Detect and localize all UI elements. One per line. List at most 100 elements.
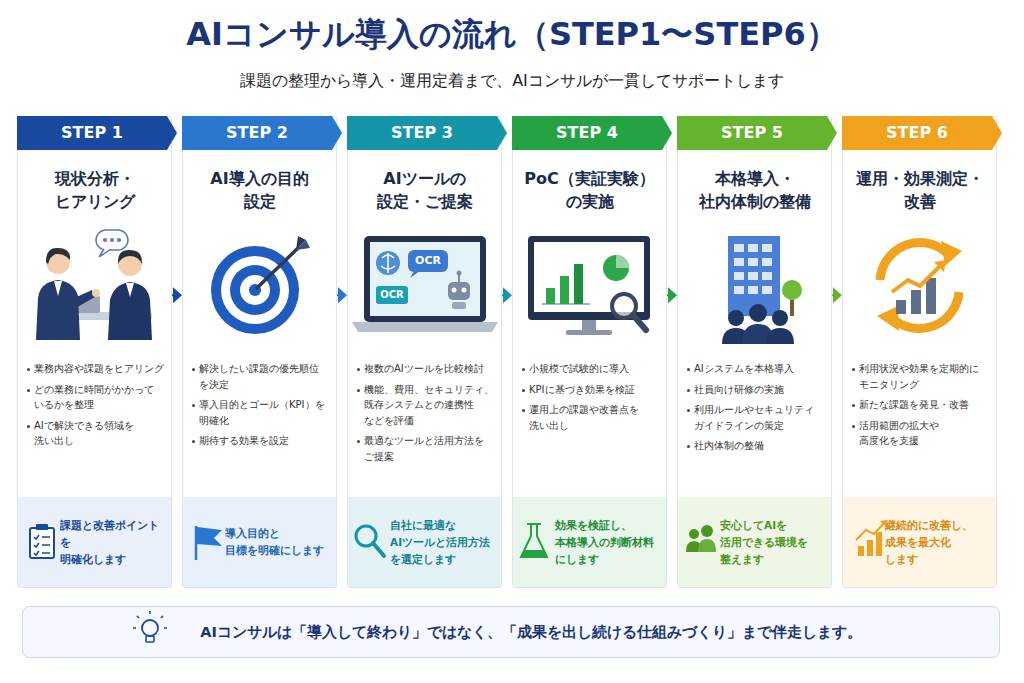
bullet-row: AIで解決できる領域を 洗い出し bbox=[26, 418, 167, 449]
subtitle-text: 課題の整理から導入・運用定着まで、AIコンサルが一貫してサポートします bbox=[0, 70, 1024, 92]
result-box: 継続的に改善し、 成果を最大化 します bbox=[843, 497, 996, 587]
title-area: 本格導入・ 社内体制の整備 bbox=[682, 157, 827, 223]
chevron-shape bbox=[17, 116, 177, 150]
title-area: 現状分析・ ヒアリング bbox=[22, 157, 167, 223]
bullet-row: 機能、費用、セキュリティ、 既存システムとの連携性 などを評価 bbox=[356, 382, 497, 429]
bullet-row: 最適なツールと活用方法を ご提案 bbox=[356, 433, 497, 464]
arrow-line bbox=[172, 294, 173, 296]
bullet-text: 社内体制の整備 bbox=[694, 438, 827, 454]
chevron-shape bbox=[677, 116, 837, 150]
step-header: STEP 2 bbox=[182, 116, 342, 150]
bullet-row: 活用範囲の拡大や 高度化を支援 bbox=[851, 418, 992, 449]
result-box: 自社に最適な AIツールと活用方法 を選定します bbox=[348, 497, 501, 587]
bullet-text: 社員向け研修の実施 bbox=[694, 382, 827, 398]
step-header: STEP 3 bbox=[347, 116, 507, 150]
step-card: 運用・効果測定・ 改善利用状況や効果を定期的に モニタリング新たな課題を発見・改… bbox=[842, 116, 997, 588]
bullet-text: 期待する効果を設定 bbox=[199, 433, 332, 449]
step-number: STEP 4 bbox=[512, 116, 662, 150]
arrow-head bbox=[503, 287, 512, 303]
bullet-dot bbox=[357, 368, 360, 371]
bullet-row: 解決したい課題の優先順位 を決定 bbox=[191, 361, 332, 392]
bullet-text: 複数のAIツールを比較検討 bbox=[364, 361, 497, 377]
bullet-dot bbox=[687, 409, 690, 412]
bullet-row: 社内体制の整備 bbox=[686, 438, 827, 454]
step-card: AIツールの 設定・ご提案複数のAIツールを比較検討機能、費用、セキュリティ、 … bbox=[347, 116, 502, 588]
chevron-shape bbox=[512, 116, 672, 150]
step-title: 運用・効果測定・ 改善 bbox=[847, 167, 992, 213]
title-area: 運用・効果測定・ 改善 bbox=[847, 157, 992, 223]
bullet-dot bbox=[27, 368, 30, 371]
result-box: 課題と改善ポイントを 明確化します bbox=[18, 497, 171, 587]
chevron-shape bbox=[842, 116, 1002, 150]
step-card: PoC（実証実験） の実施小規模で試験的に導入KPIに基づき効果を検証運用上の課… bbox=[512, 116, 667, 588]
flow-arrow bbox=[337, 287, 347, 303]
step-number: STEP 3 bbox=[347, 116, 497, 150]
step-title: 本格導入・ 社内体制の整備 bbox=[682, 167, 827, 213]
title-area: PoC（実証実験） の実施 bbox=[517, 157, 662, 223]
bullet-text: 業務内容や課題をヒアリング bbox=[34, 361, 167, 377]
bullet-dot bbox=[27, 389, 30, 392]
result-text: 導入目的と 目標を明確にします bbox=[225, 525, 332, 559]
title-area: AIツールの 設定・ご提案 bbox=[352, 157, 497, 223]
flow-arrow bbox=[502, 287, 512, 303]
result-text: 継続的に改善し、 成果を最大化 します bbox=[885, 517, 992, 568]
bullet-text: 利用状況や効果を定期的に モニタリング bbox=[859, 361, 992, 392]
bullet-text: AIで解決できる領域を 洗い出し bbox=[34, 418, 167, 449]
bullet-text: 最適なツールと活用方法を ご提案 bbox=[364, 433, 497, 464]
bullet-row: 複数のAIツールを比較検討 bbox=[356, 361, 497, 377]
icon-label: OCR bbox=[376, 286, 408, 304]
bullet-dot bbox=[852, 425, 855, 428]
page-title: AIコンサル導入の流れ（STEP1〜STEP6） bbox=[0, 14, 1024, 54]
step-card: 現状分析・ ヒアリング業務内容や課題をヒアリングどの業務に時間がかかって いるか… bbox=[17, 116, 172, 588]
step-title: 現状分析・ ヒアリング bbox=[22, 167, 167, 213]
step-number: STEP 6 bbox=[842, 116, 992, 150]
arrow-line bbox=[832, 294, 833, 296]
bullet-dot bbox=[852, 404, 855, 407]
bullet-row: 期待する効果を設定 bbox=[191, 433, 332, 449]
step-header: STEP 4 bbox=[512, 116, 672, 150]
bullet-dot bbox=[852, 368, 855, 371]
bullet-list: 小規模で試験的に導入KPIに基づき効果を検証運用上の課題や改善点を 洗い出し bbox=[521, 361, 662, 438]
bullet-row: 新たな課題を発見・改善 bbox=[851, 397, 992, 413]
flow-arrow bbox=[832, 287, 842, 303]
note-box: AIコンサルは「導入して終わり」ではなく、「成果を出し続ける仕組みづくり」まで伴… bbox=[22, 606, 1000, 658]
flow-arrow bbox=[667, 287, 677, 303]
step-number: STEP 2 bbox=[182, 116, 332, 150]
bullet-dot bbox=[192, 440, 195, 443]
result-box: 導入目的と 目標を明確にします bbox=[183, 497, 336, 587]
arrow-head bbox=[833, 287, 842, 303]
bullet-text: 新たな課題を発見・改善 bbox=[859, 397, 992, 413]
bullet-text: 小規模で試験的に導入 bbox=[529, 361, 662, 377]
result-text: 課題と改善ポイントを 明確化します bbox=[60, 517, 167, 568]
icon-label: OCR bbox=[408, 250, 448, 272]
flow-arrow bbox=[172, 287, 182, 303]
chevron-shape bbox=[182, 116, 342, 150]
bullet-row: 利用ルールやセキュリティ ガイドラインの策定 bbox=[686, 402, 827, 433]
title-area: AI導入の目的 設定 bbox=[187, 157, 332, 223]
bullet-dot bbox=[687, 368, 690, 371]
result-text: 安心してAIを 活用できる環境を 整えます bbox=[720, 517, 827, 568]
bullet-dot bbox=[192, 368, 195, 371]
step-number: STEP 5 bbox=[677, 116, 827, 150]
step-header: STEP 1 bbox=[17, 116, 177, 150]
arrow-head bbox=[338, 287, 347, 303]
bullet-row: 社員向け研修の実施 bbox=[686, 382, 827, 398]
bullet-text: 機能、費用、セキュリティ、 既存システムとの連携性 などを評価 bbox=[364, 382, 497, 429]
step-card: AI導入の目的 設定解決したい課題の優先順位 を決定導入目的とゴール（KPI）を… bbox=[182, 116, 337, 588]
bullet-text: どの業務に時間がかかって いるかを整理 bbox=[34, 382, 167, 413]
bullet-list: 業務内容や課題をヒアリングどの業務に時間がかかって いるかを整理 AIで解決できる… bbox=[26, 361, 167, 454]
step-card: 本格導入・ 社内体制の整備 AIシステムを本格導入社員向け研修の実施利用ルールやセ… bbox=[677, 116, 832, 588]
bullet-text: KPIに基づき効果を検証 bbox=[529, 382, 662, 398]
bullet-row: KPIに基づき効果を検証 bbox=[521, 382, 662, 398]
result-text: 効果を検証し、 本格導入の判断材料 にします bbox=[555, 517, 662, 568]
step-title: AIツールの 設定・ご提案 bbox=[352, 167, 497, 213]
bullet-row: 利用状況や効果を定期的に モニタリング bbox=[851, 361, 992, 392]
bullet-dot bbox=[522, 389, 525, 392]
bullet-row: 導入目的とゴール（KPI）を 明確化 bbox=[191, 397, 332, 428]
bullet-dot bbox=[687, 445, 690, 448]
bullet-list: AIシステムを本格導入社員向け研修の実施利用ルールやセキュリティ ガイドラインの… bbox=[686, 361, 827, 459]
arrow-line bbox=[337, 294, 338, 296]
bullet-dot bbox=[192, 404, 195, 407]
bullet-text: 解決したい課題の優先順位 を決定 bbox=[199, 361, 332, 392]
